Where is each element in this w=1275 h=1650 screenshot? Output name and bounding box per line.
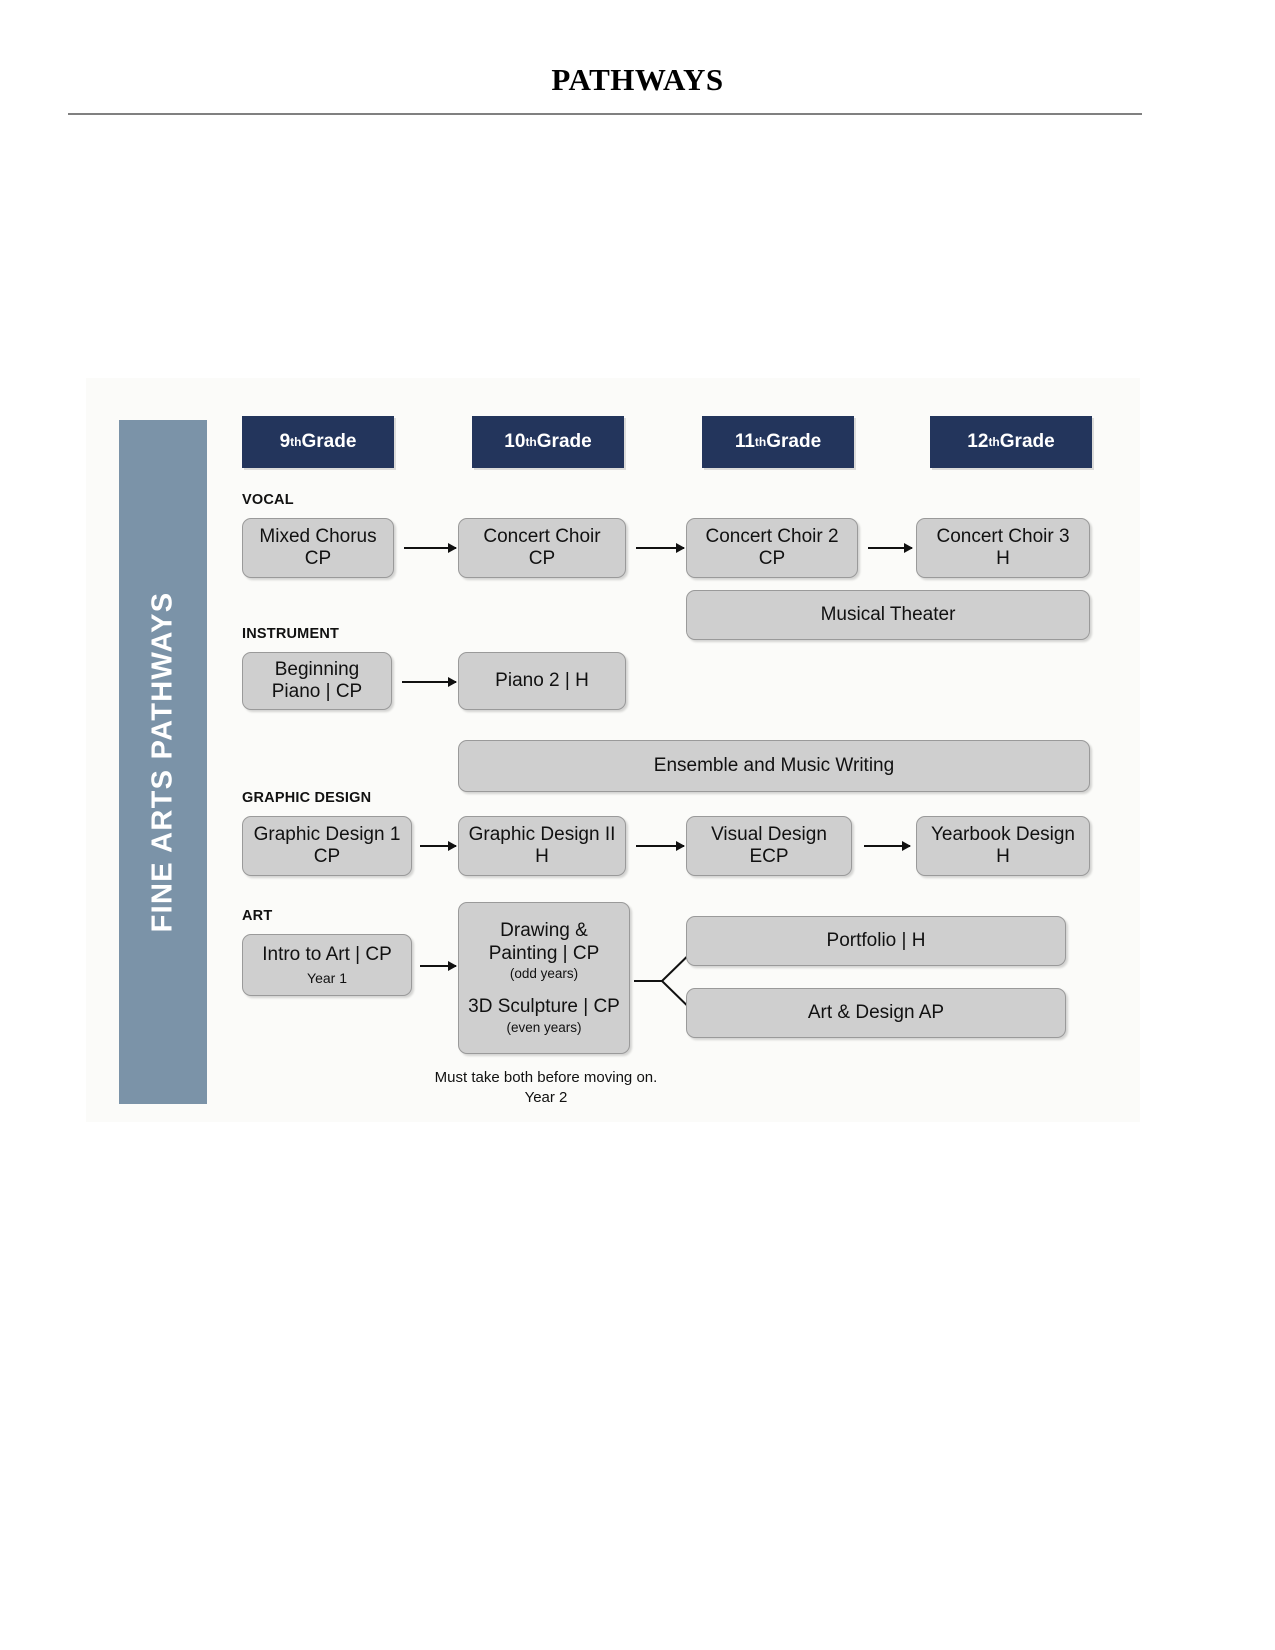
course-title: Yearbook Design [930,823,1075,845]
grade-tail-10: Grade [536,431,592,452]
course-musical-theater[interactable]: Musical Theater [686,590,1090,640]
course-title: Ensemble and Music Writing [653,754,895,776]
page-title: PATHWAYS [551,62,724,97]
course-graphic-design-1[interactable]: Graphic Design 1 CP [242,816,412,876]
course-note: (even years) [506,1019,582,1035]
arrow-visual-design-to-yearbook [864,845,910,847]
arrow-mixed-chorus-to-concert-choir [404,547,456,549]
course-piano-2[interactable]: Piano 2 | H [458,652,626,710]
course-year: Year 1 [307,969,347,986]
course-beginning-piano[interactable]: Beginning Piano | CP [242,652,392,710]
course-title: Intro to Art | CP [262,943,392,965]
course-level: CP [313,846,341,867]
grade-suffix-12: th [988,435,1000,449]
grade-suffix-9: th [290,435,302,449]
course-title-line2: Painting | CP [488,942,600,964]
course-level: H [996,548,1010,569]
grade-suffix-10: th [525,435,537,449]
arrow-beginning-piano-to-piano-2 [402,681,456,683]
grade-number-12: 12 [967,431,989,452]
grade-tail-12: Grade [999,431,1055,452]
grade-number-9: 9 [279,431,291,452]
course-title: Musical Theater [820,603,956,625]
course-title: Beginning [274,658,360,680]
header-divider [68,113,1142,115]
art-footnote: Must take both before moving on. Year 2 [386,1068,706,1109]
course-level: CP [758,548,786,569]
art-footnote-line1: Must take both before moving on. [434,1069,658,1086]
section-label-vocal: VOCAL [242,492,294,508]
course-art-design-ap[interactable]: Art & Design AP [686,988,1066,1038]
arrow-concert-choir-to-2 [636,547,684,549]
grade-number-11: 11 [734,431,755,452]
course-title: Art & Design AP [807,1001,945,1023]
course-title: Concert Choir 3 [936,525,1070,547]
course-drawing-painting-and-3d-sculpture[interactable]: Drawing & Painting | CP (odd years) 3D S… [458,902,630,1054]
course-yearbook-design[interactable]: Yearbook Design H [916,816,1090,876]
arrow-intro-to-art-to-drawing [420,965,456,967]
grade-tail-9: Grade [301,431,357,452]
course-graphic-design-2[interactable]: Graphic Design II H [458,816,626,876]
section-label-instrument: INSTRUMENT [242,626,340,642]
course-title: 3D Sculpture | CP [468,996,620,1018]
course-title: Graphic Design 1 [253,823,401,845]
course-ensemble-and-music-writing[interactable]: Ensemble and Music Writing [458,740,1090,792]
course-portfolio[interactable]: Portfolio | H [686,916,1066,966]
arrow-gd1-to-gd2 [420,845,456,847]
course-title: Visual Design [711,823,827,845]
course-visual-design[interactable]: Visual Design ECP [686,816,852,876]
course-level: CP [304,548,332,569]
course-title: Drawing & [500,920,588,942]
course-concert-choir[interactable]: Concert Choir CP [458,518,626,578]
art-footnote-line2: Year 2 [524,1089,568,1107]
grade-tail-11: Grade [766,431,822,452]
course-drawing-painting: Drawing & Painting | CP (odd years) [489,920,600,982]
course-title: Graphic Design II [468,823,616,845]
arrow-concert-choir-2-to-3 [868,547,912,549]
course-title: Piano 2 | H [495,669,589,691]
course-intro-to-art[interactable]: Intro to Art | CP Year 1 [242,934,412,996]
course-title: Concert Choir [483,525,601,547]
course-3d-sculpture: 3D Sculpture | CP (even years) [468,996,620,1035]
course-concert-choir-3[interactable]: Concert Choir 3 H [916,518,1090,578]
course-level: ECP [749,846,789,867]
section-label-graphic-design: GRAPHIC DESIGN [242,790,372,806]
course-level: Piano | CP [271,681,363,702]
grade-suffix-11: th [754,435,767,449]
section-label-art: ART [242,908,273,924]
course-mixed-chorus[interactable]: Mixed Chorus CP [242,518,394,578]
course-title: Mixed Chorus [259,525,377,547]
side-banner: FINE ARTS PATHWAYS [119,420,207,1104]
course-level: CP [528,548,556,569]
course-note: (odd years) [509,966,579,982]
grade-number-10: 10 [504,431,526,452]
arrow-gd2-to-visual-design [636,845,684,847]
course-concert-choir-2[interactable]: Concert Choir 2 CP [686,518,858,578]
course-title: Portfolio | H [826,929,926,951]
course-title: Concert Choir 2 [705,525,839,547]
side-banner-label: FINE ARTS PATHWAYS [146,591,179,933]
course-level: H [535,846,549,867]
course-level: H [996,846,1010,867]
